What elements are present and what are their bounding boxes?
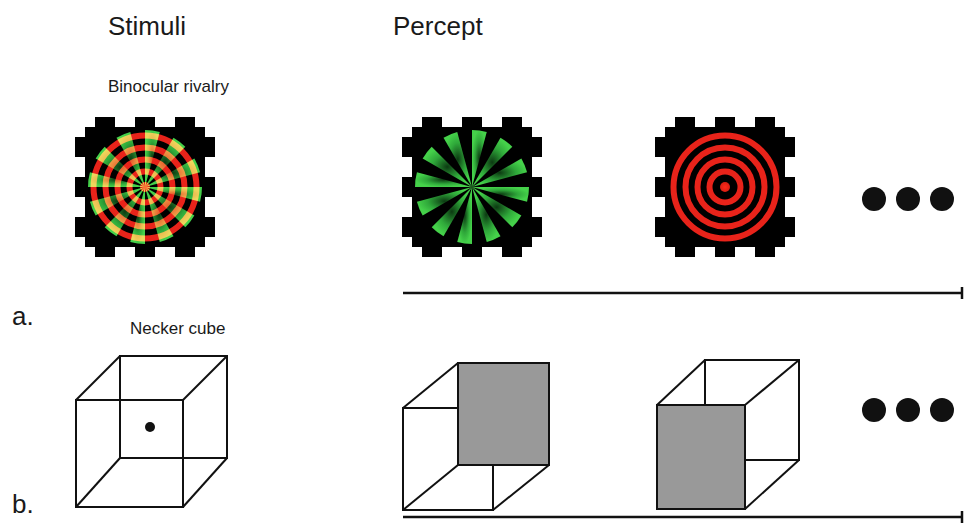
- row-heading: Necker cube: [130, 319, 225, 339]
- necker-percept-2: [657, 360, 799, 509]
- necker-percept-1: [403, 363, 549, 510]
- row-heading: Binocular rivalry: [108, 77, 229, 97]
- rivalry-images: [75, 117, 795, 257]
- rivalry-stimulus: [75, 117, 215, 257]
- panel-letter: a.: [12, 302, 34, 332]
- column-heading: Percept: [393, 12, 483, 42]
- column-heading: Stimuli: [108, 12, 186, 42]
- rings-percept: [655, 117, 795, 257]
- radial-percept: [402, 117, 542, 257]
- panel-letter: b.: [12, 490, 34, 520]
- fixation-dot: [145, 422, 155, 432]
- necker-cube: [76, 356, 227, 507]
- ellipsis-dots: [862, 187, 954, 422]
- time-axis: [403, 287, 962, 523]
